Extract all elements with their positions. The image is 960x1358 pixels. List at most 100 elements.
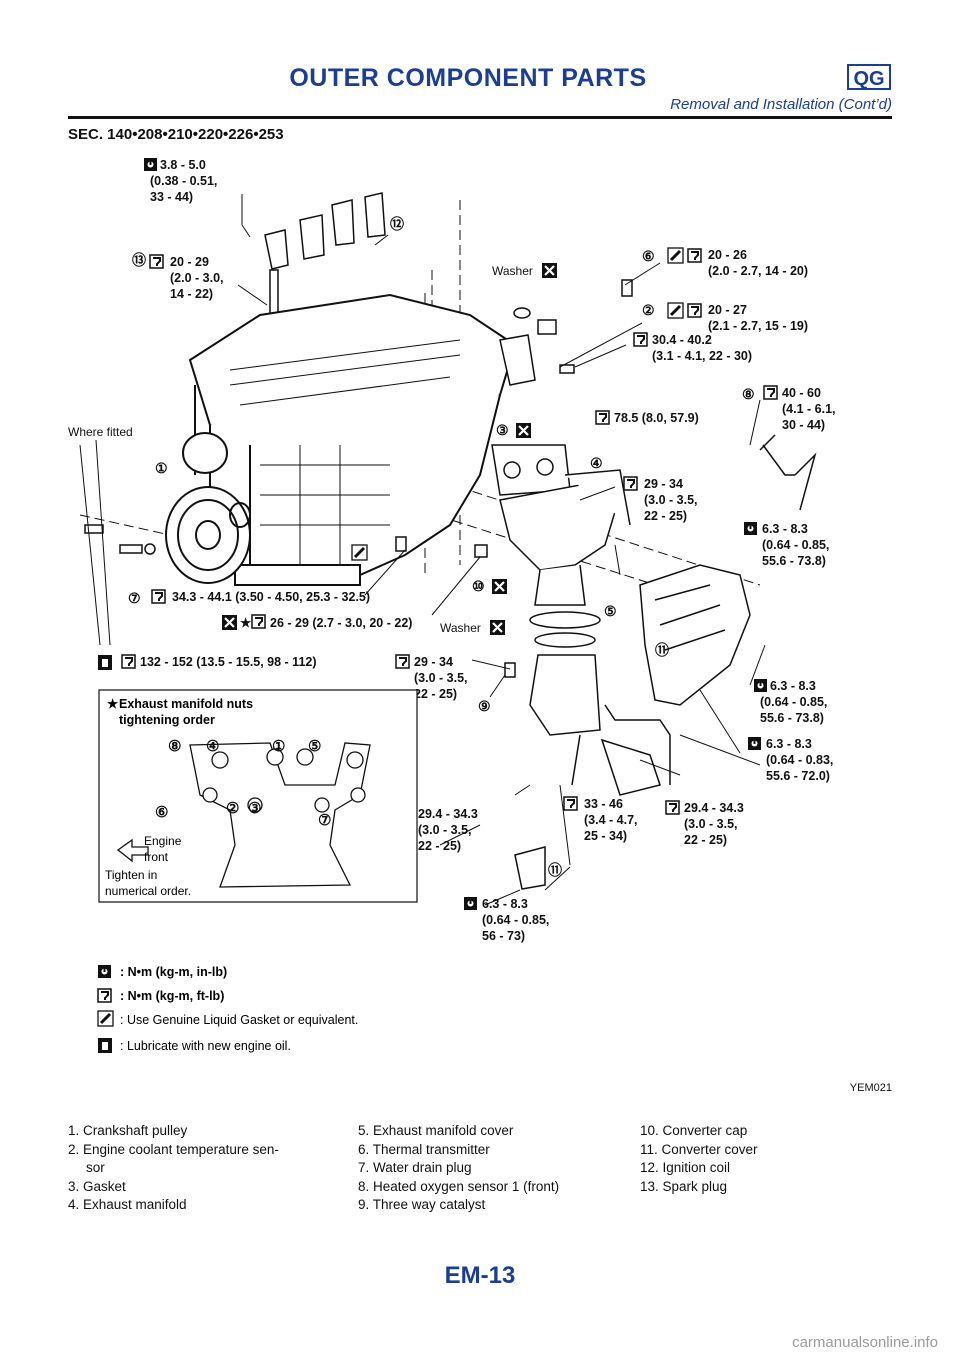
list-item: 2. Engine coolant temperature sen- xyxy=(68,1141,279,1157)
watermark: carmanualsonline.info xyxy=(792,1334,938,1351)
list-item: 4. Exhaust manifold xyxy=(68,1197,187,1212)
list-item: 1. Crankshaft pulley xyxy=(68,1123,188,1138)
torque-spec-4-line-2: (2.1 - 2.7, 15 - 19) xyxy=(708,319,808,333)
page-header-subtitle: Removal and Installation (Cont’d) xyxy=(670,96,892,113)
torque-spec-15-line-3: 55.6 - 72.0) xyxy=(766,769,830,783)
torque-spec-16-line-3: 22 - 25) xyxy=(418,839,461,853)
page-header-title: OUTER COMPONENT PARTS xyxy=(289,64,647,92)
torque-spec-17-line-1: 33 - 46 xyxy=(584,797,623,811)
torque-spec-8-line-3: 22 - 25) xyxy=(644,509,687,523)
svg-text:④: ④ xyxy=(206,738,219,755)
torque-spec-8-line-2: (3.0 - 3.5, xyxy=(644,493,698,507)
torque-spec-10: 34.3 - 44.1 (3.50 - 4.50, 25.3 - 32.5) xyxy=(172,590,370,604)
torque-spec-17-line-3: 25 - 34) xyxy=(584,829,627,843)
torque-spec-19-line-2: (0.64 - 0.85, xyxy=(482,913,549,927)
page-number: EM-13 xyxy=(444,1262,516,1289)
torque-spec-17-line-2: (3.4 - 4.7, xyxy=(584,813,638,827)
list-item: 11. Converter cover xyxy=(640,1141,758,1157)
tighten-note-2: numerical order. xyxy=(105,884,191,898)
list-item: 10. Converter cap xyxy=(640,1123,748,1138)
torque-spec-5-line-2: (3.1 - 4.1, 22 - 30) xyxy=(652,349,752,363)
section-codes: SEC. 140•208•210•220•226•253 xyxy=(68,126,284,143)
svg-text:②: ② xyxy=(226,800,239,817)
washer-label-1: Washer xyxy=(492,264,533,278)
where-fitted-label: Where fitted xyxy=(68,425,133,439)
header-rule xyxy=(68,116,892,119)
legend-engine-oil: : Lubricate with new engine oil. xyxy=(120,1039,291,1053)
figure-id: YEM021 xyxy=(849,1082,892,1094)
parts-list-col-2: 5. Exhaust manifold cover 6. Thermal tra… xyxy=(358,1122,618,1215)
list-item: 7. Water drain plug xyxy=(358,1160,472,1175)
torque-spec-15-line-2: (0.64 - 0.83, xyxy=(766,753,833,767)
torque-spec-13-line-3: 22 - 25) xyxy=(414,687,457,701)
svg-text:③: ③ xyxy=(496,422,509,438)
torque-spec-19-line-1: 6.3 - 8.3 xyxy=(482,897,528,911)
torque-spec-14-line-3: 55.6 - 73.8) xyxy=(760,711,824,725)
svg-text:⑪: ⑪ xyxy=(548,862,562,878)
torque-spec-16-line-2: (3.0 - 3.5, xyxy=(418,823,472,837)
torque-spec-1-line-2: (0.38 - 0.51, xyxy=(150,174,217,188)
parts-list-col-1: 1. Crankshaft pulley 2. Engine coolant t… xyxy=(68,1122,338,1215)
parts-list-col-3: 10. Converter cap 11. Converter cover 12… xyxy=(640,1122,890,1196)
torque-spec-14-line-1: 6.3 - 8.3 xyxy=(770,679,816,693)
torque-spec-9-line-2: (0.64 - 0.85, xyxy=(762,538,829,552)
torque-spec-4-line-1: 20 - 27 xyxy=(708,303,747,317)
torque-spec-1-line-3: 33 - 44) xyxy=(150,190,193,204)
svg-text:①: ① xyxy=(272,738,285,755)
svg-text:⑦: ⑦ xyxy=(128,590,141,606)
list-item: 3. Gasket xyxy=(68,1178,126,1194)
svg-text:⑫: ⑫ xyxy=(390,216,404,232)
tighten-note-1: Tighten in xyxy=(105,868,157,882)
legend-ft-lb: : N•m (kg-m, ft-lb) xyxy=(120,989,224,1003)
list-item: 12. Ignition coil xyxy=(640,1160,731,1175)
list-item: 9. Three way catalyst xyxy=(358,1197,486,1212)
legend-in-lb: : N•m (kg-m, in-lb) xyxy=(120,965,227,979)
torque-spec-9-line-3: 55.6 - 73.8) xyxy=(762,554,826,568)
list-item: 6. Thermal transmitter xyxy=(358,1141,490,1157)
svg-text:④: ④ xyxy=(590,455,603,471)
svg-text:⑪: ⑪ xyxy=(655,642,669,658)
engine-front-label-1: Engine xyxy=(144,834,182,848)
torque-spec-5-line-1: 30.4 - 40.2 xyxy=(652,333,712,347)
torque-spec-9-line-1: 6.3 - 8.3 xyxy=(762,522,808,536)
torque-spec-19-line-3: 56 - 73) xyxy=(482,929,525,943)
torque-spec-15-line-1: 6.3 - 8.3 xyxy=(766,737,812,751)
svg-text:⑥: ⑥ xyxy=(155,804,168,821)
torque-spec-2-line-1: 20 - 29 xyxy=(170,255,209,269)
svg-text:③: ③ xyxy=(248,800,261,817)
torque-spec-13-line-2: (3.0 - 3.5, xyxy=(414,671,468,685)
torque-spec-1-line-1: 3.8 - 5.0 xyxy=(160,158,206,172)
torque-spec-16-line-1: 29.4 - 34.3 xyxy=(418,807,478,821)
torque-spec-18-line-1: 29.4 - 34.3 xyxy=(684,801,744,815)
torque-spec-6-line-3: 30 - 44) xyxy=(782,418,825,432)
torque-spec-12: 132 - 152 (13.5 - 15.5, 98 - 112) xyxy=(140,655,317,669)
tightening-order-title-2: tightening order xyxy=(119,713,215,727)
svg-text:⑩: ⑩ xyxy=(472,578,485,594)
list-item: 8. Heated oxygen sensor 1 (front) xyxy=(358,1178,560,1194)
torque-spec-11: 26 - 29 (2.7 - 3.0, 20 - 22) xyxy=(270,616,412,630)
torque-spec-14-line-2: (0.64 - 0.85, xyxy=(760,695,827,709)
tightening-order-title-1: Exhaust manifold nuts xyxy=(119,697,253,711)
torque-spec-3-line-1: 20 - 26 xyxy=(708,248,747,262)
torque-spec-2-line-3: 14 - 22) xyxy=(170,287,213,301)
torque-spec-13-line-1: 29 - 34 xyxy=(414,655,453,669)
svg-text:★: ★ xyxy=(240,616,252,630)
svg-text:⑦: ⑦ xyxy=(318,812,331,829)
torque-spec-3-line-2: (2.0 - 2.7, 14 - 20) xyxy=(708,264,808,278)
svg-text:⑬: ⑬ xyxy=(132,252,146,268)
washer-label-2: Washer xyxy=(440,621,481,635)
torque-spec-18-line-2: (3.0 - 3.5, xyxy=(684,817,738,831)
list-item: 5. Exhaust manifold cover xyxy=(358,1123,514,1138)
list-item: 13. Spark plug xyxy=(640,1178,728,1194)
list-item: sor xyxy=(86,1160,105,1175)
exploded-diagram: 3.8 - 5.0 (0.38 - 0.51, 33 - 44) 20 - 29… xyxy=(68,158,836,1053)
svg-text:⑥: ⑥ xyxy=(642,248,655,264)
svg-text:⑧: ⑧ xyxy=(168,738,181,755)
torque-spec-7: 78.5 (8.0, 57.9) xyxy=(614,411,699,425)
torque-spec-18-line-3: 22 - 25) xyxy=(684,833,727,847)
svg-text:①: ① xyxy=(155,460,168,476)
svg-text:★: ★ xyxy=(107,697,119,711)
torque-spec-6-line-2: (4.1 - 6.1, xyxy=(782,402,836,416)
svg-text:②: ② xyxy=(642,302,655,318)
engine-front-label-2: front xyxy=(144,850,169,864)
